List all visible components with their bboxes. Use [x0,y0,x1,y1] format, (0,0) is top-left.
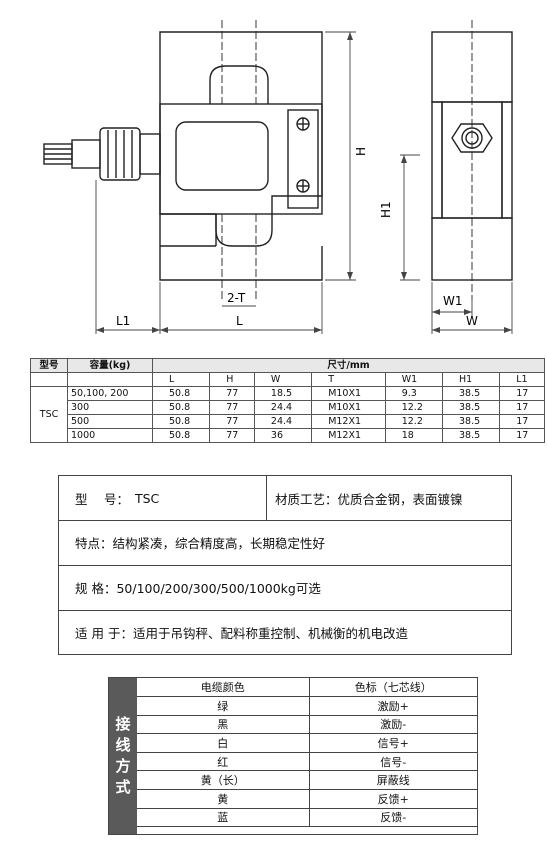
spec-row-specs: 规 格：50/100/200/300/500/1000kg可选 [59,565,511,611]
dim-2T-label: 2-T [227,291,246,305]
wiring-row: 黄反馈+ [137,789,478,809]
spec-row-features: 特点：结构紧凑，综合精度高，长期稳定性好 [59,520,511,566]
cover-plate [287,109,319,209]
dim-H-label: H [354,147,368,156]
header-color-code: 色标（七芯线） [308,678,478,698]
header-model: 型号 [30,358,68,373]
dim-L-label: L [236,314,243,328]
capacity-cell: 1000 [67,428,153,443]
cable-stub [71,139,101,169]
col-header: L1 [499,372,545,387]
dim-W1-label: W1 [443,294,463,308]
header-dimensions: 尺寸/mm [152,358,545,373]
wiring-row: 黑激励- [137,714,478,735]
wiring-row: 绿激励+ [137,696,478,716]
header-cable-color: 电缆颜色 [137,678,310,698]
material-text: 材质工艺：优质合金钢，表面镀镍 [275,491,463,507]
table-row: 500 50.8 77 24.4 M12X1 12.2 38.5 17 [31,414,545,429]
capacity-cell: 300 [67,400,153,415]
load-cell-drawing: H H1 2-T L L1 W1 W [43,20,513,334]
table-row: 1000 50.8 77 36 M12X1 18 38.5 17 [31,428,545,443]
col-header: T [311,372,386,387]
wiring-table: 接 线 方 式 电缆颜色 色标（七芯线） 绿激励+ 黑激励- 白信号+ 红信号-… [108,677,478,835]
usage-text: 适 用 于：适用于吊钩秤、配料称重控制、机械衡的机电改造 [75,625,408,641]
dimension-table: 型号 容量(kg) 尺寸/mm L H W T W1 H1 L1 TSC 50,… [30,358,545,443]
specs-text: 规 格：50/100/200/300/500/1000kg可选 [75,581,321,596]
col-header: L [151,372,211,387]
side-view-bottom [431,217,513,281]
dim-H1-label: H1 [379,201,393,218]
s-beam-lower [159,214,323,281]
col-header: H [209,372,255,387]
lower-slot [160,214,217,247]
model-label: 型 号： [75,491,129,507]
gauge-window [175,121,269,191]
dim-L1-label: L1 [116,314,130,328]
col-header: W [253,372,313,387]
table-row: 300 50.8 77 24.4 M10X1 12.2 38.5 17 [31,400,545,415]
wiring-row: 白信号+ [137,733,478,753]
capacity-cell: 50,100, 200 [67,386,153,401]
wiring-side-title: 接 线 方 式 [109,678,137,834]
capacity-cell: 500 [67,414,153,429]
header-capacity: 容量(kg) [67,358,153,373]
cable-gland [99,127,141,181]
upper-slot [209,65,269,104]
features-text: 特点：结构紧凑，综合精度高，长期稳定性好 [75,536,326,551]
dim-W-label: W [466,314,478,328]
spec-box: 型 号： TSC 材质工艺：优质合金钢，表面镀镍 特点：结构紧凑，综合精度高，长… [58,475,512,655]
model-cell: TSC [30,386,68,443]
table-row: TSC 50,100, 200 50.8 77 18.5 M10X1 9.3 3… [30,386,545,443]
col-header: H1 [441,372,501,387]
spec-row-model: 型 号： TSC 材质工艺：优质合金钢，表面镀镍 [59,476,511,521]
hex-nut [451,123,493,153]
wiring-row: 红信号- [137,751,478,772]
col-header: W1 [384,372,443,387]
cable-gland-base [139,133,161,175]
wiring-row: 黄（长）屏蔽线 [137,770,478,791]
model-value: TSC [134,490,160,506]
spec-row-usage: 适 用 于：适用于吊钩秤、配料称重控制、机械衡的机电改造 [59,610,511,654]
wiring-header-row: 电缆颜色 色标（七芯线） [137,678,478,698]
wiring-row: 蓝反馈- [137,807,478,828]
